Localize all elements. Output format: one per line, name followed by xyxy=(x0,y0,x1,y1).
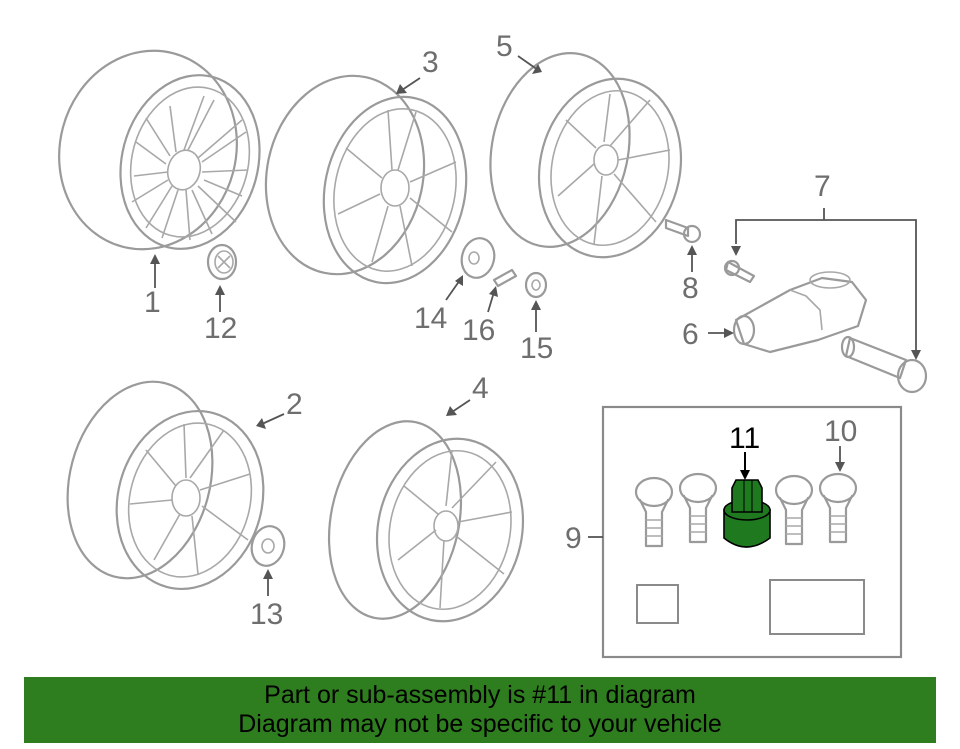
wheel-5 xyxy=(489,52,683,259)
lock-kit-box xyxy=(601,405,903,659)
kit-key-card xyxy=(636,584,679,624)
wheel-1 xyxy=(58,49,261,251)
leader-3 xyxy=(401,77,421,91)
lock-bolt xyxy=(818,472,858,544)
center-cap-12 xyxy=(206,243,238,281)
label-1: 1 xyxy=(144,286,161,319)
leader-2 xyxy=(261,413,285,425)
leader-4 xyxy=(451,399,471,413)
lock-bolt xyxy=(634,476,674,548)
banner-line-1: Part or sub-assembly is #11 in diagram xyxy=(264,681,696,709)
label-10: 10 xyxy=(824,415,857,448)
label-15: 15 xyxy=(520,332,553,365)
label-4: 4 xyxy=(472,372,489,405)
leader-7 xyxy=(735,219,917,354)
bolt-8 xyxy=(664,218,702,244)
tpms-sensor-6 xyxy=(732,271,868,354)
washer-15 xyxy=(524,271,548,299)
clip-16 xyxy=(492,268,518,288)
center-cap-13 xyxy=(250,525,286,567)
info-banner: Part or sub-assembly is #11 in diagram D… xyxy=(24,677,936,743)
wheel-3 xyxy=(264,74,468,285)
label-12: 12 xyxy=(204,312,237,345)
hub-cap-14 xyxy=(460,237,496,279)
leader-5 xyxy=(517,55,539,71)
wheel-4 xyxy=(327,420,525,623)
label-8: 8 xyxy=(682,272,699,305)
valve-stem xyxy=(840,335,928,394)
wheel-2 xyxy=(66,380,265,591)
lock-adapter-11[interactable] xyxy=(723,479,771,548)
lock-bolt xyxy=(774,474,814,546)
label-11: 11 xyxy=(729,422,760,455)
label-6: 6 xyxy=(682,318,699,351)
kit-instruction-card xyxy=(769,579,865,635)
label-13: 13 xyxy=(250,598,283,631)
banner-line-2: Diagram may not be specific to your vehi… xyxy=(238,710,722,738)
label-2: 2 xyxy=(286,388,303,421)
lock-bolt xyxy=(678,472,718,544)
leader-16 xyxy=(487,291,495,313)
label-5: 5 xyxy=(496,30,513,63)
label-7: 7 xyxy=(814,170,831,203)
label-3: 3 xyxy=(422,46,439,79)
label-16: 16 xyxy=(462,314,495,347)
label-9: 9 xyxy=(565,522,582,555)
label-14: 14 xyxy=(414,302,447,335)
leader-14 xyxy=(445,279,461,301)
sensor-screw xyxy=(723,259,756,284)
